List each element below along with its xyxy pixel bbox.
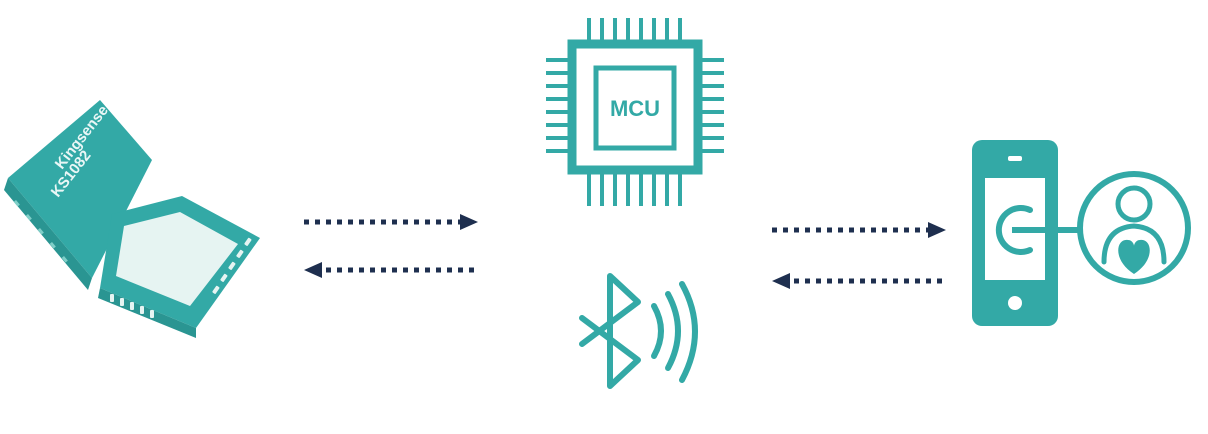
mcu-label: MCU bbox=[610, 96, 660, 121]
phone-home-button bbox=[1008, 296, 1022, 310]
bluetooth-icon bbox=[579, 273, 698, 389]
arrow-sensor-to-mcu bbox=[304, 214, 478, 230]
sensor-chip-icon: Kingsense KS1082 bbox=[4, 100, 260, 338]
phone-speaker bbox=[1008, 156, 1022, 161]
arrow-phone-to-mcu bbox=[772, 273, 948, 289]
phone-user-heart-icon bbox=[972, 140, 1191, 326]
user-shoulders bbox=[1101, 223, 1167, 265]
user-head bbox=[1115, 185, 1153, 223]
mcu-chip-icon bbox=[546, 18, 724, 206]
sensor-chip-lid: Kingsense KS1082 bbox=[4, 100, 152, 290]
arrow-mcu-to-sensor bbox=[304, 262, 478, 278]
connector-ring bbox=[995, 205, 1033, 255]
arrow-mcu-to-phone bbox=[772, 222, 946, 238]
heart-icon bbox=[1118, 239, 1150, 274]
sensor-chip-base bbox=[98, 196, 260, 338]
